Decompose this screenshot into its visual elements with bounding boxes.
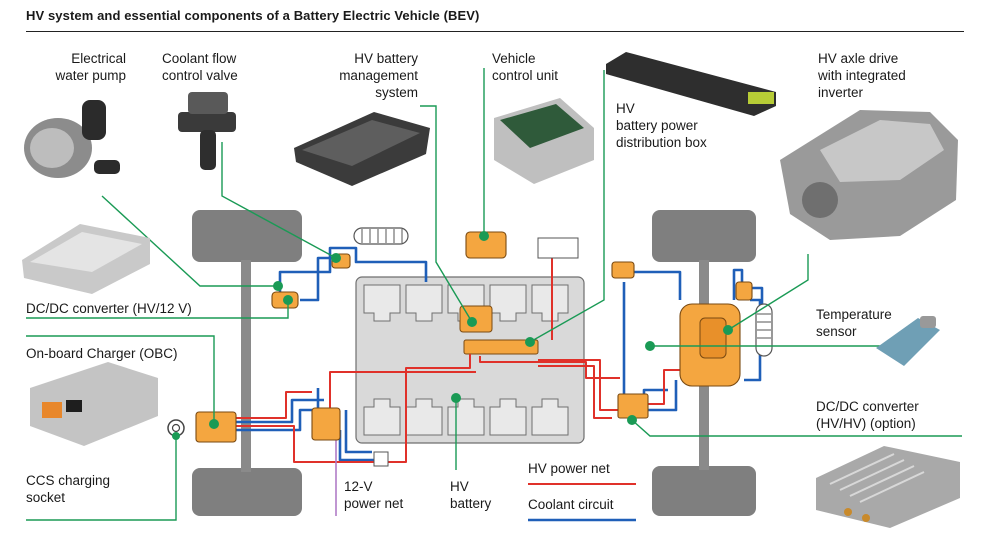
pump-rear [735,281,753,301]
temp-sensor-photo [876,316,940,366]
label-bms: HV battery management system [339,51,418,100]
axle-drive-photo [780,110,958,240]
callout-lines [26,68,962,521]
title-rule [26,31,964,32]
label-dcdc-hvhv: DC/DC converter (HV/HV) (option) [816,399,919,431]
hv-battery-pack [355,276,585,444]
bms-photo [294,112,430,186]
rear-coolant-coil [755,303,773,357]
dcdc-hvhv-block [617,393,649,419]
pdb-photo [606,52,776,116]
water-pump-photo [24,100,120,178]
label-axle-drive: HV axle drive with integrated inverter [818,51,906,100]
coolant-expansion-tank [537,237,579,259]
label-pdb: HV battery power distribution box [616,101,707,150]
obc-photo [30,362,158,446]
diagram-title: HV system and essential components of a … [26,8,480,23]
flow-valve-photo [178,92,236,170]
front-axle [241,260,251,472]
label-temp-sensor: Temperature sensor [816,307,892,339]
label-dcdc-12v: DC/DC converter (HV/12 V) [26,301,192,316]
label-power-net-12v: 12-V power net [344,479,404,511]
legend-hv-power-net: HV power net [528,461,610,476]
label-water-pump: Electrical water pump [55,51,126,83]
label-ccs: CCS charging socket [26,473,111,505]
front-radiator [353,227,409,245]
label-obc: On-board Charger (OBC) [26,346,178,361]
power-distribution-box [463,339,539,355]
dcdc-hvhv-photo [816,446,960,528]
label-hv-battery: HV battery [450,479,492,511]
front-left-wheel [192,210,302,262]
relay-12v [373,451,389,467]
vcu-photo [494,98,594,184]
front-right-wheel [192,468,302,516]
callout-dots [172,231,733,440]
legend-coolant-circuit: Coolant circuit [528,497,614,512]
flow-valve-rear [611,261,635,279]
dcdc-12v-photo [22,224,150,294]
label-vcu: Vehicle control unit [492,51,559,83]
dcdc-12v-block [311,407,341,441]
rear-left-wheel [652,210,756,262]
label-flow-valve: Coolant flow control valve [162,51,238,83]
inverter-block [699,317,727,359]
rear-right-wheel [652,466,756,516]
